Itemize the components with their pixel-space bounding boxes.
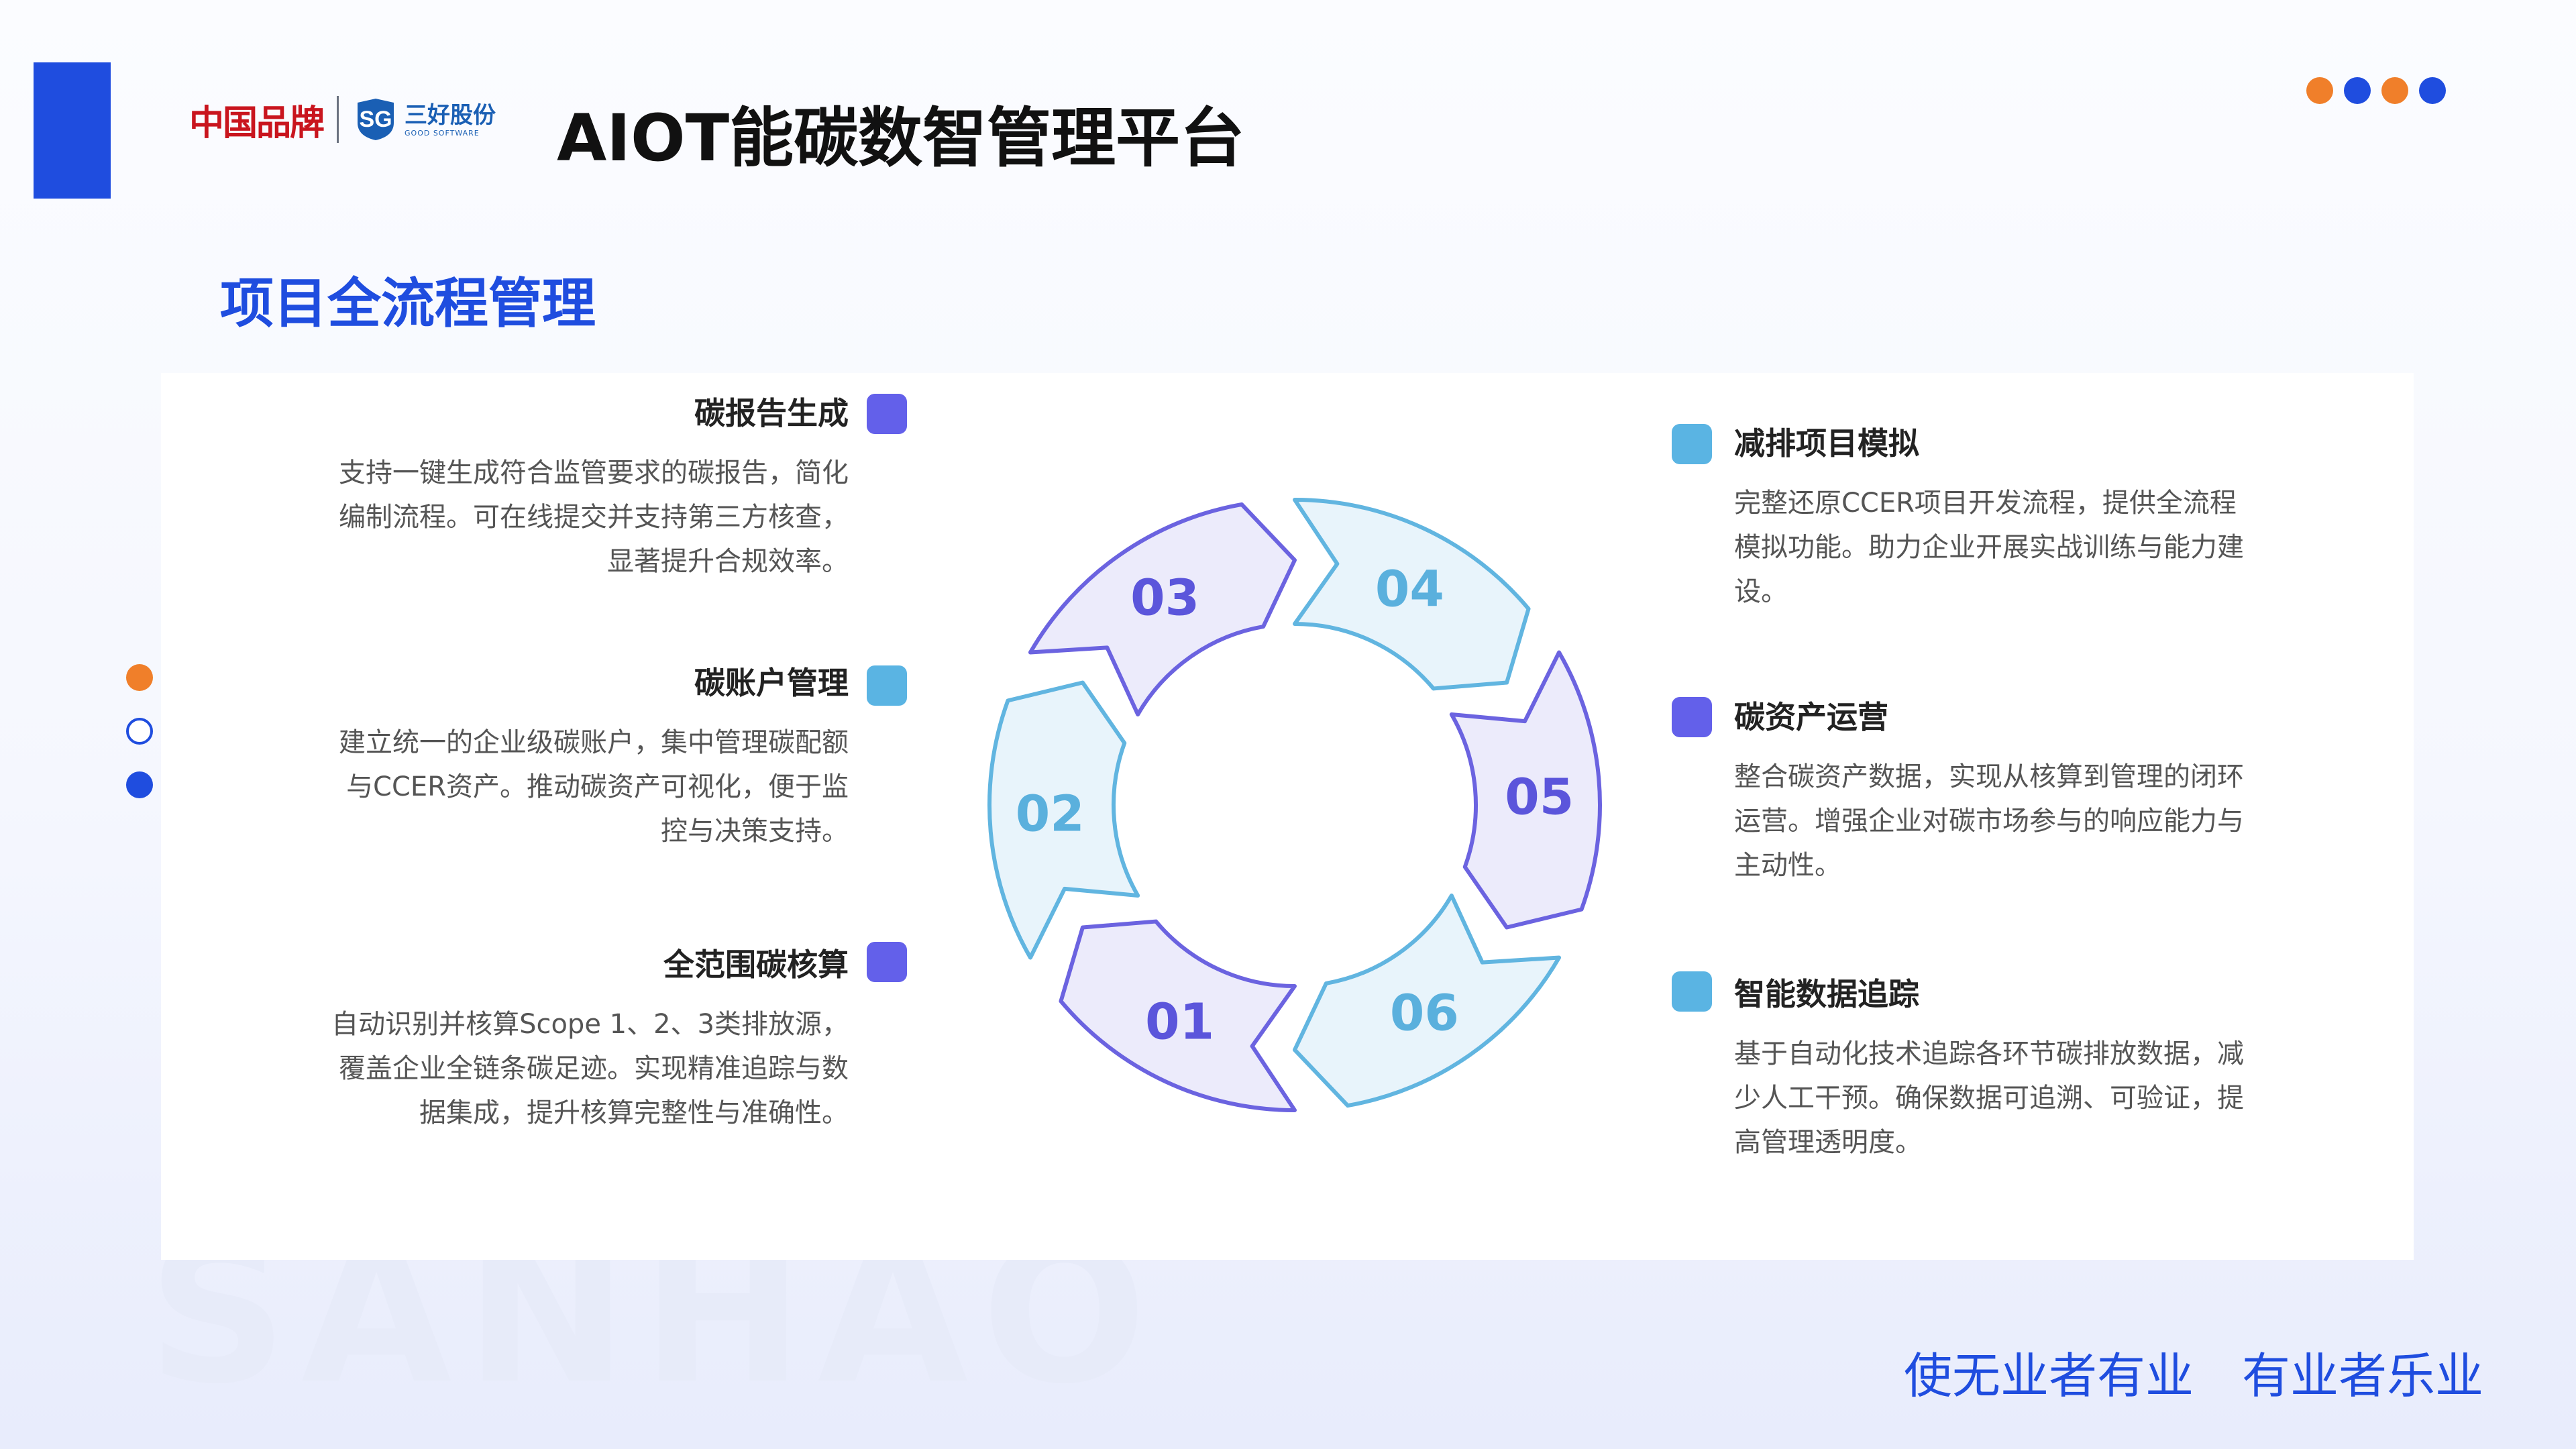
marker-square-blue bbox=[1672, 971, 1712, 1012]
dot-blue-1 bbox=[2344, 77, 2371, 104]
item-carbon-accounting: 全范围碳核算 自动识别并核算Scope 1、2、3类排放源， 覆盖企业全链条碳足… bbox=[158, 941, 849, 1135]
item-description: 建立统一的企业级碳账户，集中管理碳配额 与CCER资产。推动碳资产可视化，便于监… bbox=[339, 727, 849, 847]
cycle-segment-label-04: 04 bbox=[1375, 561, 1444, 619]
item-reduction-simulation: 减排项目模拟 完整还原CCER项目开发流程，提供全流程 模拟功能。助力企业开展实… bbox=[1734, 419, 2298, 614]
cycle-segment-label-06: 06 bbox=[1390, 985, 1459, 1042]
item-carbon-asset-ops: 碳资产运营 整合碳资产数据，实现从核算到管理的闭环 运营。增强企业对碳市场参与的… bbox=[1734, 693, 2298, 888]
cycle-segment-01 bbox=[1059, 919, 1297, 1112]
sanhao-logo-icon: SG bbox=[358, 99, 394, 140]
company-logo: 中国品牌 SG 三好股份 GOOD SOFTWARE bbox=[189, 93, 496, 146]
item-description: 基于自动化技术追踪各环节碳排放数据，减 少人工干预。确保数据可追溯、可验证，提 … bbox=[1734, 1038, 2244, 1158]
cycle-segment-label-02: 02 bbox=[1016, 786, 1085, 843]
cycle-segment-05 bbox=[1449, 650, 1602, 930]
item-carbon-account: 碳账户管理 建立统一的企业级碳账户，集中管理碳配额 与CCER资产。推动碳资产可… bbox=[158, 659, 849, 853]
item-description: 自动识别并核算Scope 1、2、3类排放源， 覆盖企业全链条碳足迹。实现精准追… bbox=[331, 1009, 849, 1128]
marker-square-purple bbox=[1672, 697, 1712, 737]
item-title: 碳报告生成 bbox=[694, 395, 849, 431]
item-title: 碳资产运营 bbox=[1734, 699, 1888, 735]
decorative-dots bbox=[2306, 77, 2446, 104]
svg-text:SG: SG bbox=[359, 107, 392, 132]
item-title: 碳账户管理 bbox=[694, 665, 849, 701]
cycle-segment-label-01: 01 bbox=[1145, 993, 1214, 1051]
header-accent-bar bbox=[34, 62, 111, 199]
item-carbon-report: 碳报告生成 支持一键生成符合监管要求的碳报告，简化 编制流程。可在线提交并支持第… bbox=[158, 389, 849, 584]
section-title: 项目全流程管理 bbox=[220, 272, 596, 335]
side-dot-blue bbox=[126, 771, 153, 798]
cycle-segment-06 bbox=[1293, 894, 1562, 1108]
page-title: AIOT能碳数智管理平台 bbox=[557, 101, 1245, 176]
cycle-segment-label-03: 03 bbox=[1130, 569, 1199, 627]
item-description: 支持一键生成符合监管要求的碳报告，简化 编制流程。可在线提交并支持第三方核查， … bbox=[339, 458, 849, 577]
slogan: 使无业者有业 有业者乐业 bbox=[1904, 1348, 2484, 1404]
cycle-segment-03 bbox=[1028, 502, 1297, 716]
item-description: 整合碳资产数据，实现从核算到管理的闭环 运营。增强企业对碳市场参与的响应能力与 … bbox=[1734, 761, 2244, 881]
china-brand-logo-text: 中国品牌 bbox=[189, 102, 325, 144]
cycle-segment-02 bbox=[987, 680, 1140, 960]
cycle-segment-label-05: 05 bbox=[1505, 768, 1574, 826]
side-dot-orange bbox=[126, 664, 153, 691]
item-title: 减排项目模拟 bbox=[1734, 425, 1919, 462]
process-cycle-diagram: 01 02 03 04 05 06 bbox=[987, 498, 1602, 1112]
marker-square-blue bbox=[867, 665, 907, 706]
cycle-segment-04 bbox=[1293, 498, 1531, 691]
company-name-cn: 三好股份 bbox=[405, 101, 496, 129]
marker-square-purple bbox=[867, 942, 907, 982]
item-title: 智能数据追踪 bbox=[1734, 976, 1919, 1012]
item-data-tracking: 智能数据追踪 基于自动化技术追踪各环节碳排放数据，减 少人工干预。确保数据可追溯… bbox=[1734, 970, 2298, 1165]
item-title: 全范围碳核算 bbox=[663, 947, 849, 983]
dot-orange-1 bbox=[2306, 77, 2333, 104]
item-description: 完整还原CCER项目开发流程，提供全流程 模拟功能。助力企业开展实战训练与能力建… bbox=[1734, 488, 2244, 607]
dot-blue-2 bbox=[2419, 77, 2446, 104]
dot-orange-2 bbox=[2381, 77, 2408, 104]
side-dot-outline bbox=[126, 718, 153, 745]
company-name-en: GOOD SOFTWARE bbox=[405, 128, 480, 138]
marker-square-purple bbox=[867, 394, 907, 434]
marker-square-blue bbox=[1672, 424, 1712, 464]
logo-divider bbox=[337, 96, 339, 143]
